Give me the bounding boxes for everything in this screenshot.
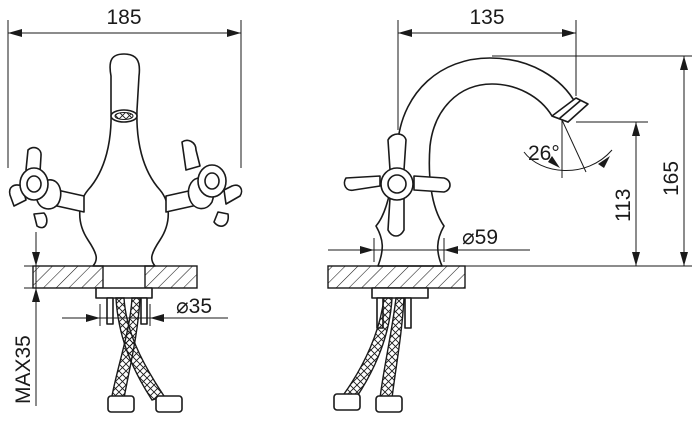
- right-cross-handle: [165, 139, 243, 227]
- front-width-dimension: 185: [7, 6, 242, 168]
- spout-height-label: 113: [612, 189, 635, 222]
- side-hose-nut-left: [333, 393, 361, 411]
- front-mount-nut: [95, 287, 153, 299]
- width-front-label: 185: [106, 6, 141, 29]
- pipe-diameter-label: ⌀35: [176, 295, 212, 318]
- side-view: 135 26°: [327, 6, 692, 413]
- side-counter-section: [327, 265, 466, 289]
- width-side-label: 135: [469, 6, 504, 29]
- front-body: [78, 53, 170, 267]
- front-stud-left: [106, 297, 114, 325]
- front-counter-section-left: [32, 265, 104, 289]
- side-stud-right: [404, 297, 412, 329]
- total-height-dimension: 165: [465, 55, 692, 267]
- front-stud-right: [140, 297, 148, 325]
- front-view: 185: [7, 6, 243, 413]
- total-height-label: 165: [660, 161, 683, 196]
- base-diameter-label: ⌀59: [462, 226, 498, 249]
- side-width-dimension: 135: [397, 6, 577, 130]
- spout-height-dimension: 113: [576, 121, 648, 266]
- front-hose-nut-left: [107, 395, 135, 413]
- pipe-diameter-dimension: ⌀35: [62, 295, 228, 326]
- max-thickness-dimension: MAX35: [12, 232, 44, 406]
- base-diameter-dimension: ⌀59: [328, 226, 530, 262]
- front-counter-section-right: [144, 265, 198, 289]
- angle-dimension: 26°: [523, 119, 613, 178]
- angle-label: 26°: [528, 142, 560, 165]
- front-hose-nut-right: [155, 395, 183, 413]
- side-hose-nut-right: [375, 395, 403, 413]
- side-mount-nut: [371, 287, 429, 299]
- max-thickness-label: MAX35: [12, 335, 35, 404]
- left-cross-handle: [8, 146, 85, 229]
- side-cross-handle: [343, 133, 451, 237]
